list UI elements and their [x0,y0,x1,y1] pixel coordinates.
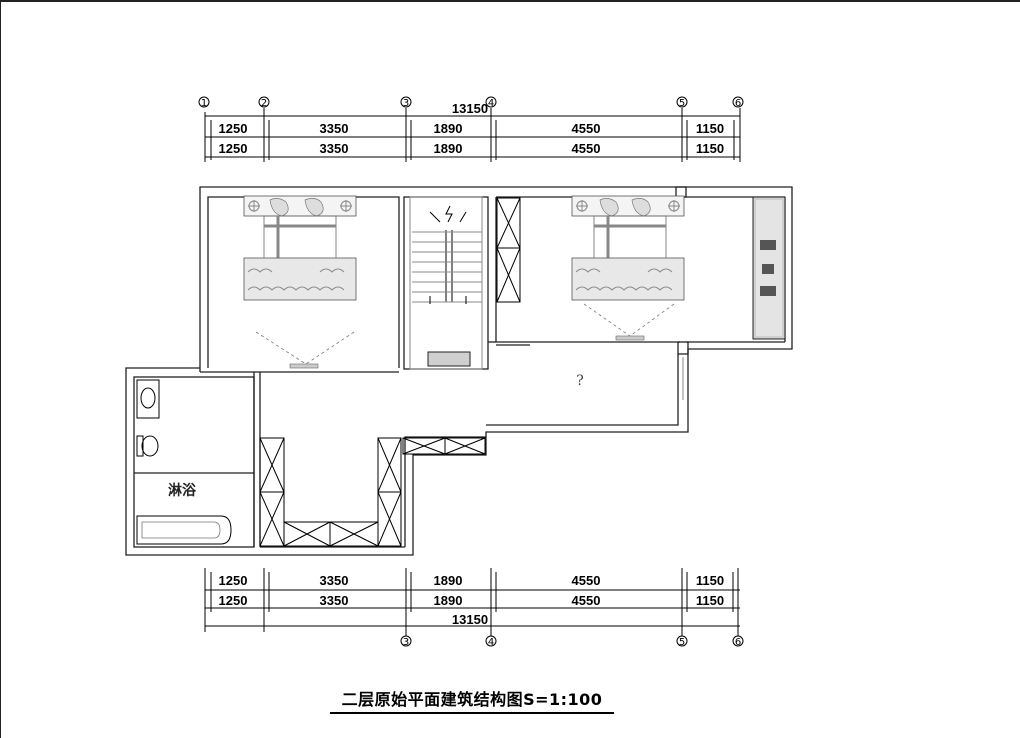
top-dim-1890-a: 1890 [434,121,463,136]
top-dim-3350-a: 3350 [320,121,349,136]
unknown-room-label: ? [576,373,584,389]
wardrobe-left-column [259,437,285,547]
wardrobe-bottom-row [283,521,379,547]
axis-marker-2 [258,96,270,108]
wardrobe-stair-side [496,197,521,303]
bottom-dim-1250-a: 1250 [219,573,248,588]
bottom-dim-1150-b: 1150 [696,593,724,608]
bottom-dim-1890-a: 1890 [434,573,463,588]
bottom-dim-1250-b: 1250 [219,593,248,608]
speckle-panel-right [752,196,786,340]
bottom-dimension-block [204,568,740,636]
top-dim-4550-a: 4550 [572,121,601,136]
tv-right [583,303,675,341]
axis-marker-3 [400,96,412,108]
axis-label-bottom-3: 3 [403,637,409,648]
staircase [412,205,482,304]
top-dim-3350-b: 3350 [320,141,349,156]
wardrobe-right-column [377,437,402,547]
axis-marker-bottom-3 [400,635,412,647]
axis-marker-5 [676,96,688,108]
axis-label-top-2: 2 [261,98,267,109]
axis-label-top-5: 5 [679,98,685,109]
axis-marker-1 [198,96,210,108]
axis-marker-bottom-6 [732,635,744,647]
bathroom-fixtures [136,379,232,545]
bottom-dim-3350-a: 3350 [320,573,349,588]
top-axis-markers: 1 2 3 4 5 6 [198,96,744,109]
axis-label-bottom-4: 4 [488,637,494,648]
top-dim-1890-b: 1890 [434,141,463,156]
tv-left [255,331,355,369]
speckle-panel-stair [427,351,471,367]
bed-left [243,195,357,301]
axis-label-top-3: 3 [403,98,409,109]
top-dim-1250-b: 1250 [219,141,248,156]
bathtub [136,515,232,545]
wardrobes [259,197,521,547]
bottom-dim-3350-b: 3350 [320,593,349,608]
axis-label-top-1: 1 [201,98,207,109]
bottom-dim-4550-b: 4550 [572,593,601,608]
top-dimension-block [204,108,741,162]
bottom-axis-markers: 3 4 5 6 [400,635,744,648]
bottom-dim-1150-a: 1150 [696,573,724,588]
shower-label: 淋浴 [168,482,197,499]
bottom-dim-4550-a: 4550 [572,573,601,588]
bottom-total-dimension: 13150 [452,612,488,627]
axis-marker-4 [485,96,497,108]
drawing-title: 二层原始平面建筑结构图S=1:100 [330,686,614,714]
building-walls [125,186,793,556]
toilet [141,435,159,457]
axis-marker-bottom-5 [676,635,688,647]
axis-label-bottom-5: 5 [679,637,685,648]
bed-right [571,195,685,301]
axis-label-top-4: 4 [488,98,494,109]
top-dim-1150-a: 1150 [696,121,724,136]
top-dim-1150-b: 1150 [696,141,724,156]
bottom-dim-1890-b: 1890 [434,593,463,608]
axis-label-bottom-6: 6 [735,637,741,648]
axis-marker-bottom-4 [485,635,497,647]
top-total-dimension: 13150 [452,101,488,116]
axis-marker-6 [732,96,744,108]
top-dim-1250-a: 1250 [219,121,248,136]
washbasin [136,379,160,419]
axis-label-top-6: 6 [735,98,741,109]
wardrobe-corridor-row [402,437,486,455]
top-dim-4550-b: 4550 [572,141,601,156]
